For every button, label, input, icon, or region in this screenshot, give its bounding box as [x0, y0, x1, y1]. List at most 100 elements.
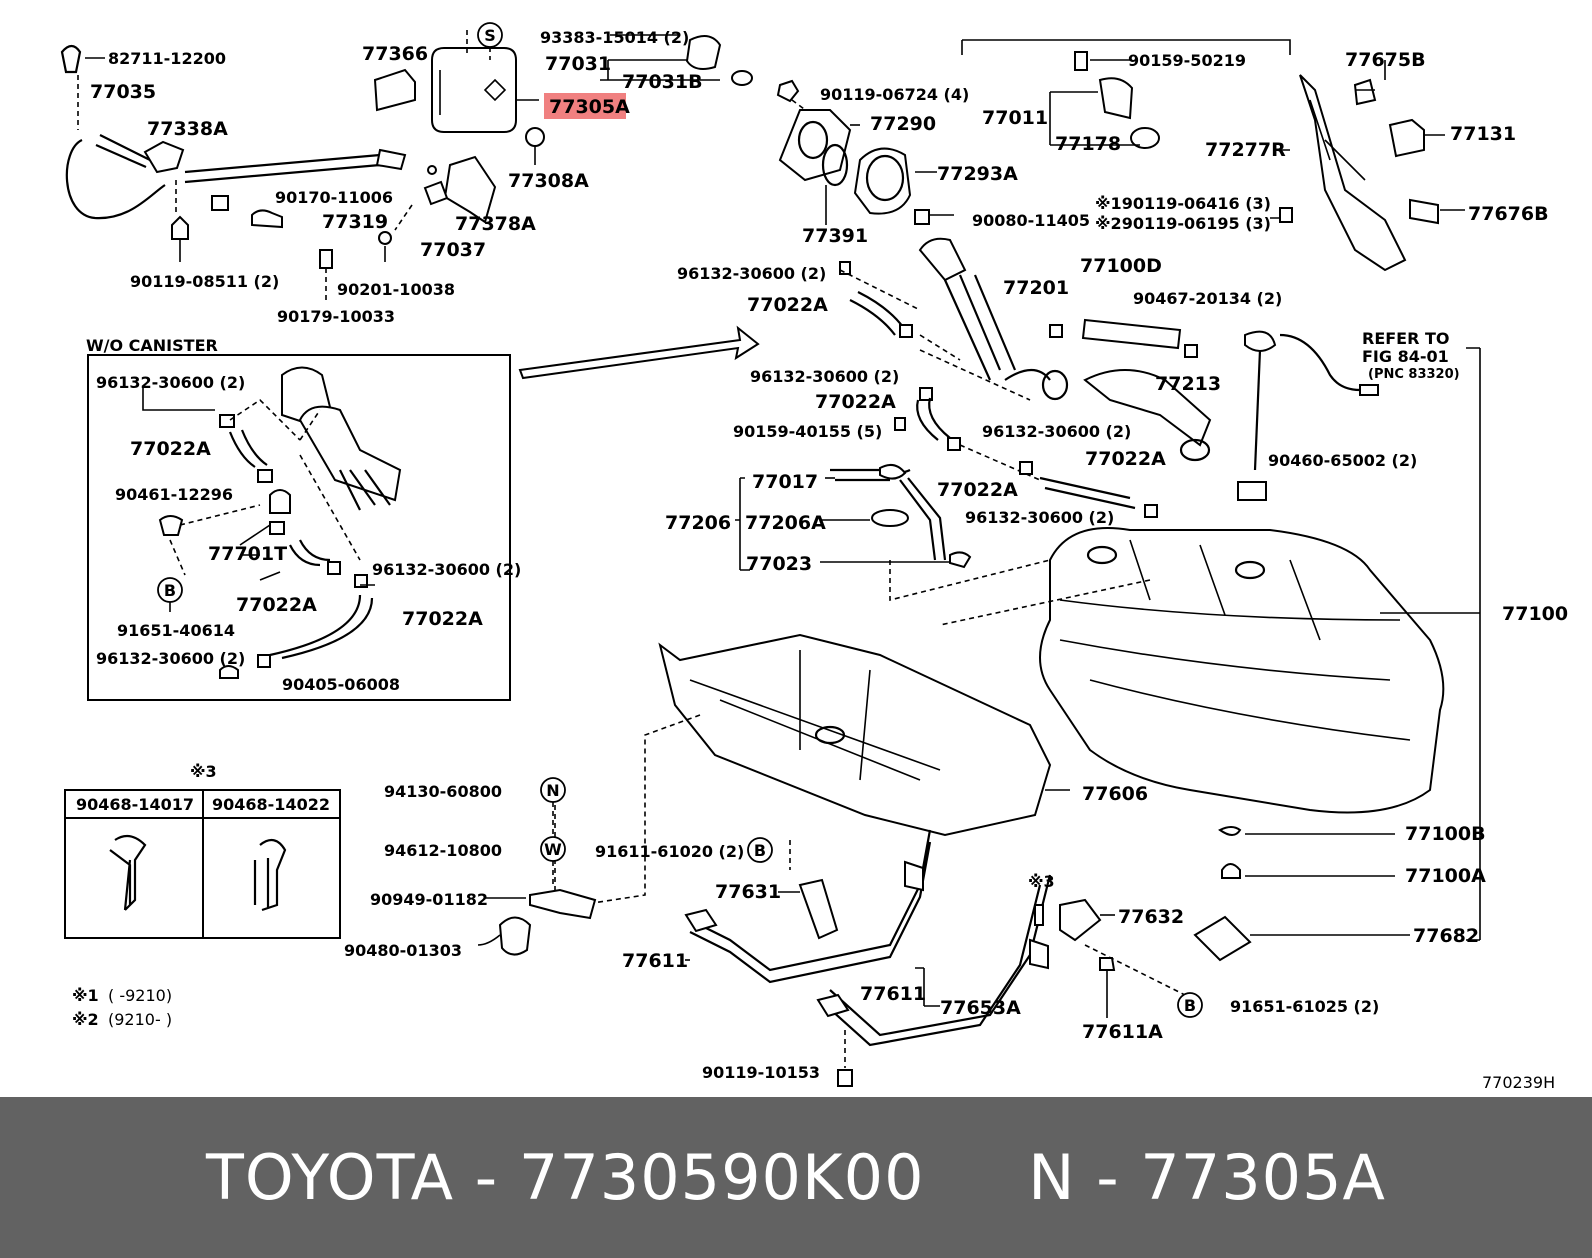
- label-77131: 77131: [1450, 123, 1516, 145]
- cushion-90949: [529, 888, 597, 920]
- footer-separator: -: [454, 1141, 519, 1214]
- bolt-90080: [914, 209, 930, 225]
- table-header-2: 90468-14022: [212, 795, 330, 814]
- strap-77611-right: [819, 874, 1052, 1047]
- note2-mark: ※2: [72, 1010, 99, 1029]
- clamp-77023: [949, 551, 972, 569]
- cushion-77308a: [525, 127, 545, 147]
- label-77632: 77632: [1118, 906, 1184, 928]
- label-77100: 77100: [1502, 603, 1568, 625]
- fuel-tank-parts-diagram: S B N W B B 82711-12200 77035 77338A 901…: [60, 22, 1569, 1092]
- filler-neck-group: [776, 39, 1291, 225]
- note2-text: (9210- ): [108, 1010, 172, 1029]
- note1-text: ( -9210): [108, 986, 172, 1005]
- gasket-77031b: [731, 70, 753, 86]
- nut-90179: [319, 249, 333, 269]
- hose-77022a-lower: [1039, 476, 1136, 510]
- label-77011: 77011: [982, 107, 1048, 129]
- footer-gap: [925, 1141, 1029, 1214]
- label-77206: 77206: [665, 512, 731, 534]
- bracket-90460: [1237, 481, 1267, 501]
- label-77308a: 77308A: [508, 170, 589, 192]
- label-inset-96132-2: 96132-30600 (2): [372, 560, 521, 579]
- table-note-mark: ※3: [190, 762, 217, 781]
- cushion-90480: [498, 916, 532, 956]
- label-90480: 90480-01303: [344, 941, 462, 960]
- label-77023: 77023: [746, 553, 812, 575]
- label-90119-08511: 90119-08511 (2): [130, 272, 279, 291]
- bracket-77319: [251, 209, 283, 229]
- label-inset-77022a-3: 77022A: [402, 608, 483, 630]
- seal-ring-77391: [821, 143, 849, 187]
- label-77611a: 77611A: [1082, 1021, 1163, 1043]
- bracket-77631: [798, 878, 839, 940]
- part-number-footer: TOYOTA - 7730590K00 N - 77305A: [0, 1097, 1592, 1258]
- label-90119-06416: ※190119-06416 (3): [1095, 194, 1271, 213]
- bracket-77131: [1388, 118, 1425, 158]
- svg-text:S: S: [484, 26, 496, 45]
- footer-ref-code: 77305A: [1140, 1141, 1386, 1214]
- fuel-lid-77305a: [431, 47, 517, 133]
- label-77017: 77017: [752, 471, 818, 493]
- refer-line-3: (PNC 83320): [1368, 367, 1460, 382]
- sender-gauge: [1244, 330, 1277, 352]
- label-77391: 77391: [802, 225, 868, 247]
- label-77682: [1193, 915, 1252, 962]
- label-77178: 77178: [1055, 133, 1121, 155]
- label-77022a-d: 77022A: [937, 479, 1018, 501]
- label-77201: 77201: [1003, 277, 1069, 299]
- hose-77022a-mid: [916, 397, 951, 441]
- label-90159-50219: 90159-50219: [1128, 51, 1246, 70]
- label-77037: 77037: [420, 239, 486, 261]
- cable-clamp-77338a: [143, 140, 185, 174]
- label-77022a-c: 77022A: [1085, 448, 1166, 470]
- valve-77011: [1098, 77, 1134, 120]
- clip-82711: [60, 44, 82, 74]
- tank-straps-group: [477, 805, 1410, 1087]
- boot-77293a: [853, 147, 912, 215]
- label-inset-90461: 90461-12296: [115, 485, 233, 504]
- footer-n-label: N: [1028, 1141, 1076, 1214]
- pipe-assembly-77206: [735, 463, 1071, 602]
- neck-plate-77290: [778, 109, 852, 182]
- label-94130: 94130-60800: [384, 782, 502, 801]
- filler-neck-77201: [918, 237, 967, 282]
- label-inset-90405: 90405-06008: [282, 675, 400, 694]
- hoses-and-pipes-group: [839, 237, 1481, 941]
- label-77290: 77290: [870, 113, 936, 135]
- label-inset-91651: 91651-40614: [117, 621, 235, 640]
- label-90460: 90460-65002 (2): [1268, 451, 1417, 470]
- label-96132-d: 96132-30600 (2): [965, 508, 1114, 527]
- gasket-77206a: [871, 509, 909, 527]
- label-77206a: 77206A: [745, 512, 826, 534]
- opener-cable: [65, 138, 166, 220]
- label-77277r: 77277R: [1205, 139, 1286, 161]
- label-93383: 93383-15014 (2): [540, 28, 689, 47]
- plug-77100a: [1221, 863, 1241, 879]
- label-77378a: 77378A: [455, 213, 536, 235]
- latch-77366: [373, 68, 416, 112]
- svg-text:W: W: [544, 840, 562, 859]
- label-90949: 90949-01182: [370, 890, 488, 909]
- label-inset-96132-3: 96132-30600 (2): [96, 649, 245, 668]
- label-77100a: 77100A: [1405, 865, 1486, 887]
- inset-title: W/O CANISTER: [86, 336, 218, 355]
- screw-90119-06724: [776, 79, 800, 103]
- label-inset-77022a-2: 77022A: [236, 594, 317, 616]
- label-94612: 94612-10800: [384, 841, 502, 860]
- label-90080: 90080-11405: [972, 211, 1090, 230]
- note1-mark: ※1: [72, 986, 99, 1005]
- footer-part-number: 7730590K00: [518, 1141, 925, 1214]
- bolt-90119-08511: [171, 215, 189, 240]
- label-91651-61025: 91651-61025 (2): [1230, 997, 1379, 1016]
- label-77675b: 77675B: [1345, 49, 1426, 71]
- label-77611-b: 77611: [860, 983, 926, 1005]
- label-90119-10153: 90119-10153: [702, 1063, 820, 1082]
- refer-line-2: FIG 84-01: [1362, 347, 1449, 366]
- bracket-77632: [1059, 898, 1102, 942]
- arrow-to-main: [518, 325, 760, 380]
- label-77213: 77213: [1155, 373, 1221, 395]
- label-77682: 77682: [1413, 925, 1479, 947]
- label-77031b: 77031B: [622, 71, 703, 93]
- marker-b-inset: [157, 577, 183, 603]
